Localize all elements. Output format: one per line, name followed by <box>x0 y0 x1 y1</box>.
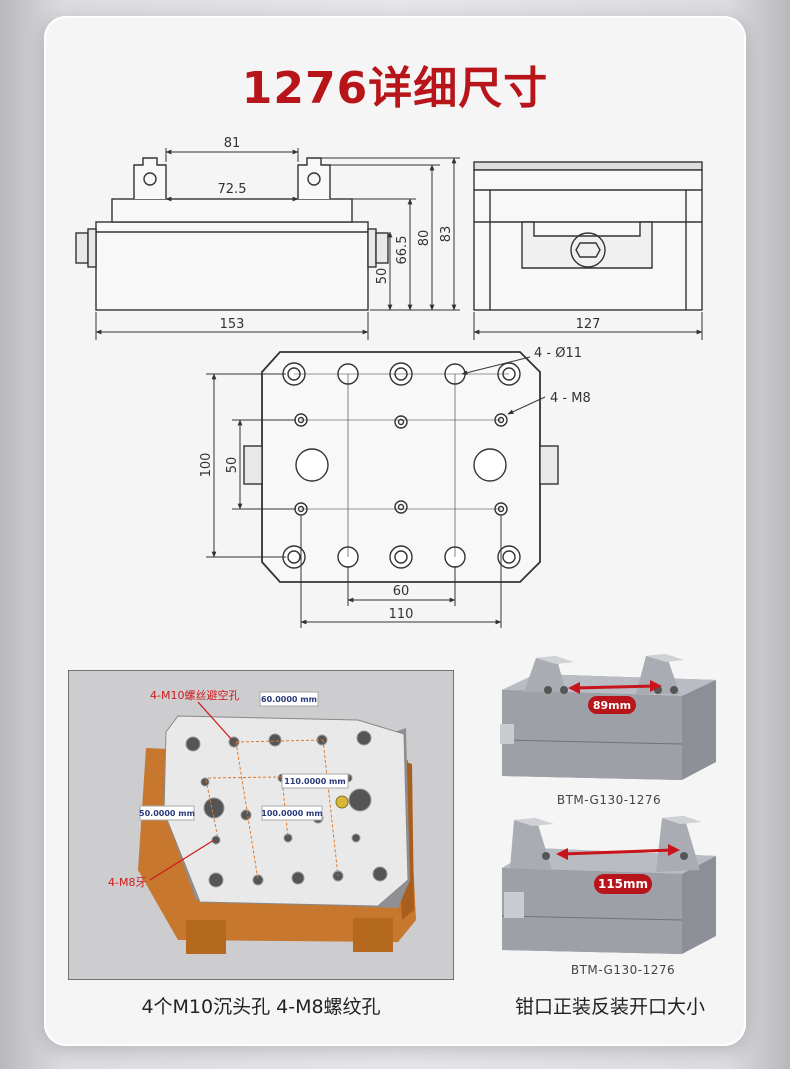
dim-72-5: 72.5 <box>218 182 247 197</box>
cad-holes <box>185 730 388 888</box>
vise-image-top: 89mm <box>500 654 716 780</box>
hole-callout: 4 - Ø11 <box>534 346 582 361</box>
dim-66-5: 66.5 <box>395 236 410 265</box>
dimension-labels: 81 72.5 153 50 66.5 80 83 127 4 - Ø11 4 … <box>199 136 600 622</box>
cad-arrows <box>149 701 233 881</box>
dim-81: 81 <box>224 136 241 151</box>
cad-label-m8: 4-M8牙 <box>108 876 146 889</box>
technical-drawing: 81 72.5 153 50 66.5 80 83 127 4 - Ø11 4 … <box>75 136 703 628</box>
cad-measure-60: 60.0000 mm <box>261 695 317 704</box>
dim-60: 60 <box>393 584 410 599</box>
vise-image-bottom: 115mm <box>501 816 716 954</box>
vise-bottom-opening: 115mm <box>598 877 648 891</box>
vise-top-model: BTM-G130-1276 <box>556 793 662 807</box>
cad-label-m10: 4-M10螺丝避空孔 <box>150 688 239 702</box>
top-view <box>243 351 559 583</box>
dim-80: 80 <box>417 230 432 247</box>
dim-50-v: 50 <box>225 457 240 474</box>
side-view <box>473 161 703 311</box>
thread-callout: 4 - M8 <box>550 391 591 406</box>
front-view <box>75 157 389 311</box>
cad-panel: 60.0000 mm 110.0000 mm 50.0000 mm 100.00… <box>68 670 454 980</box>
vise-top-opening: 89mm <box>593 699 631 712</box>
cad-caption: 4个M10沉头孔 4-M8螺纹孔 <box>141 996 381 1018</box>
page-title: 1276详细尺寸 <box>241 63 549 114</box>
cad-measure-boxes <box>139 691 349 821</box>
dim-110: 110 <box>389 607 414 622</box>
cad-measure-50: 50.0000 mm <box>139 809 195 818</box>
dim-50: 50 <box>375 268 390 285</box>
dim-127: 127 <box>576 317 601 332</box>
dimension-lines <box>95 148 703 628</box>
dim-153: 153 <box>220 317 245 332</box>
cad-measure-110: 110.0000 mm <box>284 777 345 786</box>
dim-83: 83 <box>439 226 454 243</box>
vise-bottom-model: BTM-G130-1276 <box>570 963 676 977</box>
vise-caption: 钳口正装反装开口大小 <box>514 996 705 1018</box>
dim-100: 100 <box>199 453 214 478</box>
cad-measure-100: 100.0000 mm <box>261 809 322 818</box>
